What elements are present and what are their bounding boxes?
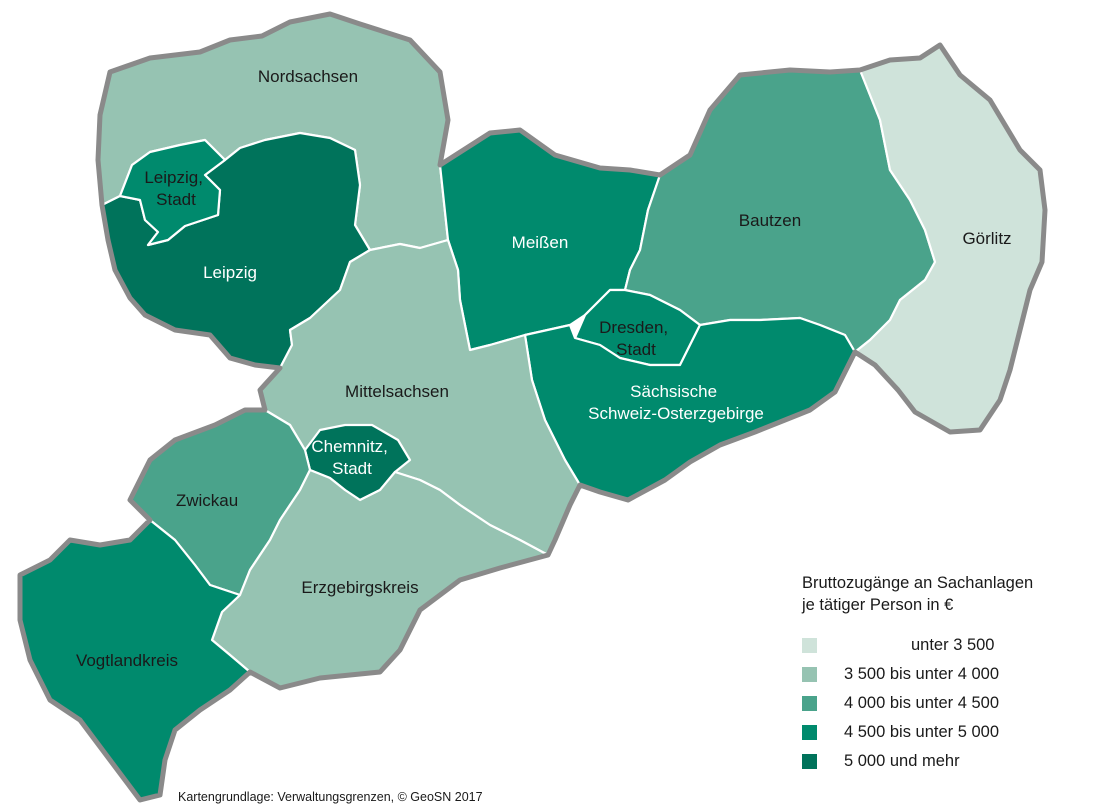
state-outline (17, 11, 1048, 803)
legend-item-label: 5 000 und mehr (844, 752, 960, 770)
legend-title-line-2: je tätiger Person in € (802, 596, 954, 614)
label-vogtlandkreis: Vogtlandkreis (76, 651, 178, 670)
labels-layer: Nordsachsen Leipzig, Stadt Leipzig Meiße… (76, 67, 1012, 670)
legend-item-3500-4000: 3 500 bis unter 4 000 (802, 664, 1107, 685)
legend-item-unter-3500: unter 3 500 (802, 635, 1107, 656)
legend-swatch (802, 754, 817, 769)
regions-layer (18, 12, 1047, 802)
label-meissen: Meißen (512, 233, 569, 252)
legend-item-label: 3 500 bis unter 4 000 (844, 665, 1000, 683)
legend-title-line-1: Bruttozugänge an Sachanlagen (802, 574, 1034, 592)
legend-swatch (802, 725, 817, 740)
label-zwickau: Zwickau (176, 491, 238, 510)
legend-item-label: 4 500 bis unter 5 000 (844, 723, 1000, 741)
legend-item-4500-5000: 4 500 bis unter 5 000 (802, 722, 1107, 743)
legend-swatch (802, 638, 817, 653)
legend-item-label: 4 000 bis unter 4 500 (844, 694, 1000, 712)
label-dresden-stadt: Dresden, Stadt (599, 318, 673, 359)
label-leipzig: Leipzig (203, 263, 257, 282)
label-mittelsachsen: Mittelsachsen (345, 382, 449, 401)
legend-swatch (802, 696, 817, 711)
label-goerlitz: Görlitz (962, 229, 1011, 248)
label-bautzen: Bautzen (739, 211, 801, 230)
label-saechsische-schweiz: Sächsische Schweiz-Osterzgebirge (588, 382, 764, 423)
label-nordsachsen: Nordsachsen (258, 67, 358, 86)
label-erzgebirgskreis: Erzgebirgskreis (301, 578, 418, 597)
legend-item-5000-plus: 5 000 und mehr (802, 751, 1107, 772)
map-source-note: Kartengrundlage: Verwaltungsgrenzen, © G… (178, 790, 483, 804)
label-chemnitz-stadt: Chemnitz, Stadt (311, 437, 392, 478)
legend-item-label: unter 3 500 (911, 636, 995, 654)
legend-title: Bruttozugänge an Sachanlagen je tätiger … (802, 572, 1107, 616)
legend-item-4000-4500: 4 000 bis unter 4 500 (802, 693, 1107, 714)
label-leipzig-stadt: Leipzig, Stadt (144, 168, 207, 209)
legend-swatch (802, 667, 817, 682)
region-leipzig-stadt[interactable] (118, 138, 227, 247)
map-legend: Bruttozugänge an Sachanlagen je tätiger … (802, 572, 1107, 780)
